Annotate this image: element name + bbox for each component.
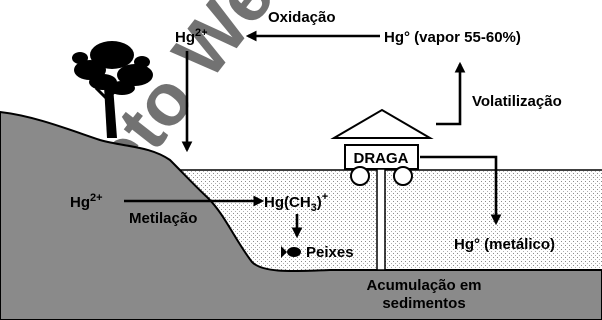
dredge-roof — [330, 108, 434, 139]
hg2-top-label: Hg2+ — [175, 27, 208, 46]
dredge-label: DRAGA — [354, 150, 409, 167]
dredge-float-right — [393, 166, 413, 186]
acumulacao-label-line1: Acumulação em — [366, 277, 481, 294]
riverbank-ground — [0, 110, 602, 320]
volatilizacao-label: Volatilização — [472, 93, 562, 110]
methylmercury-label: Hg(CH3)+ — [264, 191, 328, 214]
oxidacao-label: Oxidação — [268, 9, 336, 26]
dredge-icon — [330, 108, 434, 271]
tree-icon — [72, 41, 153, 138]
acumulacao-label-line2: sedimentos — [382, 295, 465, 312]
peixes-label: Peixes — [306, 244, 354, 261]
arrow-hg-metalico — [420, 155, 502, 226]
fish-icon — [281, 246, 301, 258]
arrow-volatilizacao — [436, 61, 466, 126]
hg-metalico-label: Hg° (metálico) — [454, 236, 555, 253]
dredge-float-left — [350, 166, 370, 186]
dredge-pipe — [376, 168, 386, 271]
metilacao-label: Metilação — [129, 210, 197, 227]
hg2-left-label: Hg2+ — [70, 192, 103, 211]
hg-vapor-label: Hg° (vapor 55-60%) — [384, 29, 521, 46]
